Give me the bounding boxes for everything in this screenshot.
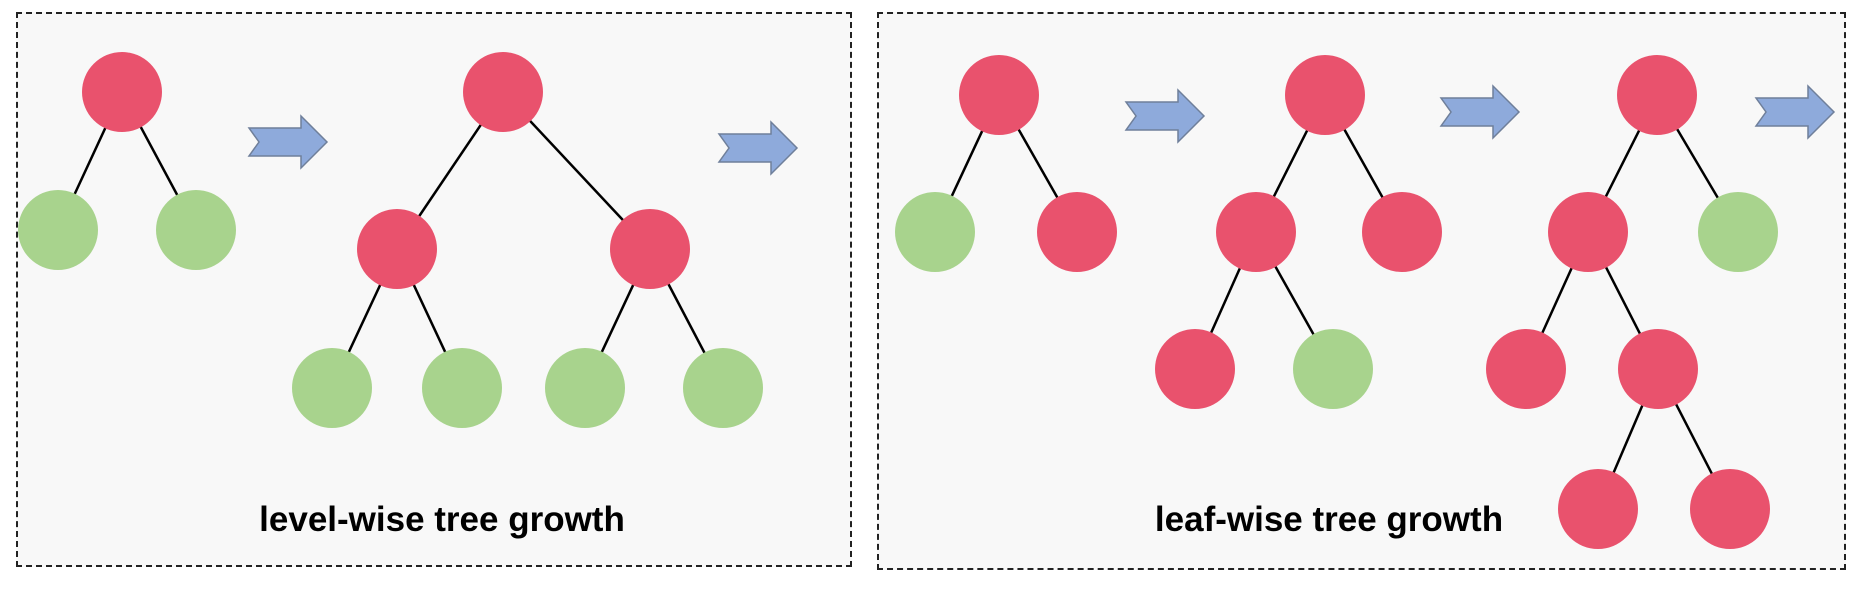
level-wise-caption: level-wise tree growth	[259, 500, 625, 539]
leaf-wise-caption: leaf-wise tree growth	[1154, 500, 1504, 539]
tree-edge	[1675, 127, 1720, 200]
split-node	[610, 209, 690, 289]
split-node	[463, 52, 543, 132]
split-node	[1037, 192, 1117, 272]
tree-edge	[417, 122, 483, 219]
tree-edge	[1611, 403, 1645, 475]
growth-arrow-icon	[1439, 84, 1521, 140]
leaf-node	[895, 192, 975, 272]
split-node	[1155, 329, 1235, 409]
leaf-node	[683, 348, 763, 428]
split-node	[959, 55, 1039, 135]
tree-edge	[599, 282, 636, 355]
split-node	[1617, 55, 1697, 135]
growth-arrow-icon	[717, 120, 799, 176]
split-node	[1285, 55, 1365, 135]
leaf-node	[18, 190, 98, 270]
split-node	[1216, 192, 1296, 272]
growth-arrow-icon	[1754, 84, 1836, 140]
tree-edge	[666, 282, 707, 355]
tree-edge	[72, 125, 108, 197]
growth-arrow-icon	[247, 114, 329, 170]
leaf-node	[545, 348, 625, 428]
split-node	[1548, 192, 1628, 272]
split-node	[1486, 329, 1566, 409]
tree-edges	[72, 118, 1720, 476]
split-node	[1690, 469, 1770, 549]
leaf-node	[422, 348, 502, 428]
split-node	[82, 52, 162, 132]
split-node	[1558, 469, 1638, 549]
leaf-node	[1293, 329, 1373, 409]
tree-edge	[411, 282, 448, 355]
leaf-node	[156, 190, 236, 270]
tree-edge	[138, 124, 180, 198]
split-node	[357, 209, 437, 289]
tree-edge	[1540, 266, 1574, 335]
tree-edge	[346, 282, 383, 355]
tree-edge	[1209, 266, 1242, 335]
tree-edge	[949, 128, 985, 199]
tree-edge	[1273, 264, 1316, 337]
split-node	[1362, 192, 1442, 272]
leaf-node	[292, 348, 372, 428]
leaf-node	[1698, 192, 1778, 272]
tree-edge	[1016, 127, 1060, 200]
split-node	[1618, 329, 1698, 409]
tree-edge	[1604, 265, 1642, 336]
tree-nodes	[18, 52, 1778, 549]
tree-edge	[1603, 128, 1642, 199]
growth-arrow-icon	[1124, 88, 1206, 144]
tree-edge	[528, 118, 625, 223]
growth-arrows	[247, 84, 1836, 176]
tree-edge	[1271, 128, 1310, 199]
tree-edge	[1674, 402, 1714, 476]
tree-edge	[1342, 127, 1385, 200]
